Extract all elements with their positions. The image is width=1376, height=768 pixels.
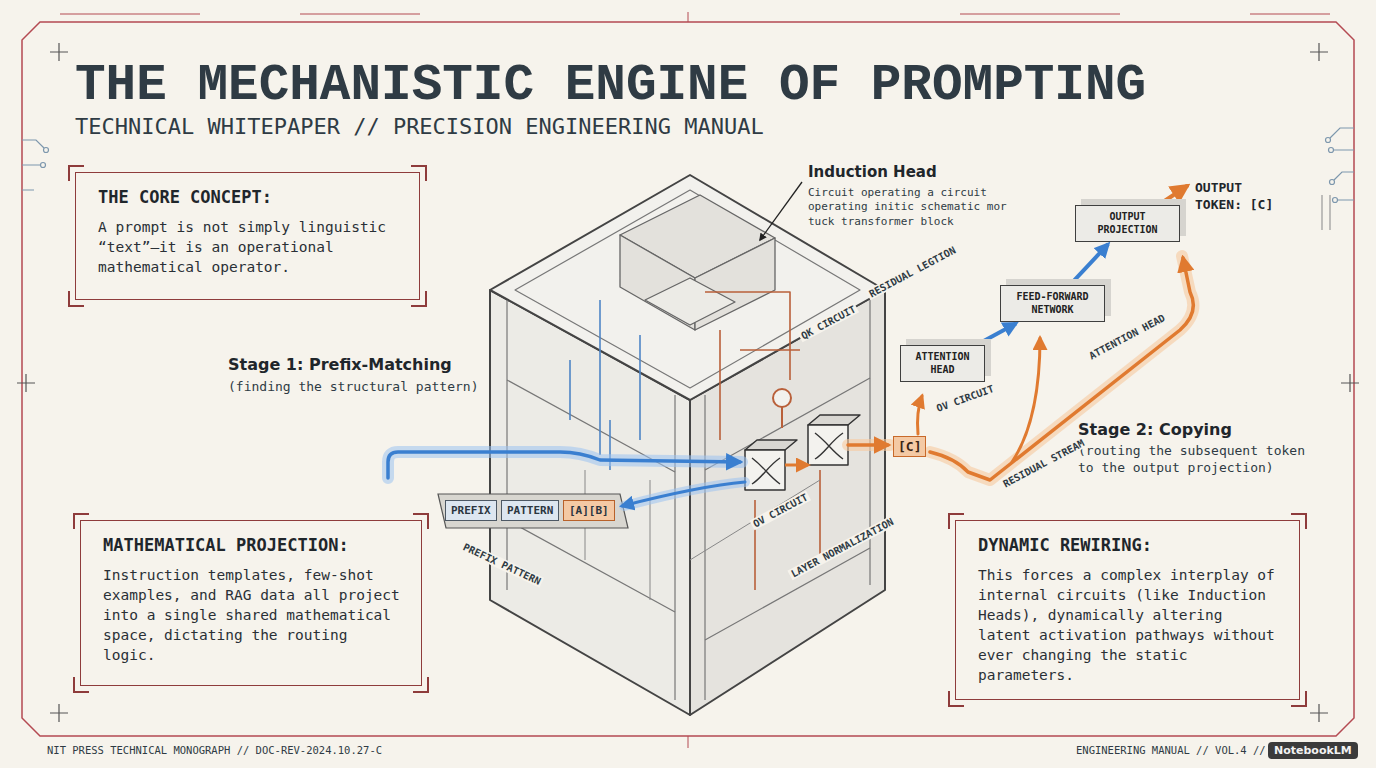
node-heading: ATTENTION HEAD: [905, 351, 980, 376]
concept-panel: THE CORE CONCEPT: A prompt is not simply …: [75, 172, 420, 300]
node-heading: MATHEMATICAL PROJECTION:: [103, 535, 401, 555]
footer-text: NIT PRESS TECHNICAL MONOGRAPH // DOC-REV…: [47, 744, 382, 756]
node-body: Instruction templates, few-shot examples…: [103, 565, 401, 665]
flow-arrow: [978, 323, 1016, 344]
node-body: A prompt is not simply linguistic “text”…: [98, 217, 399, 277]
node-heading: OUTPUT PROJECTION: [1080, 211, 1175, 236]
node-heading: PATTERN: [507, 504, 553, 517]
output-label: OUTPUT TOKEN: [C]: [1195, 180, 1287, 214]
callout-title: Induction Head: [808, 163, 937, 181]
corner-bracket: [73, 513, 89, 529]
corner-bracket: [413, 513, 429, 529]
registration-marks: [17, 43, 1359, 722]
pattern-cell: [A][B]: [563, 500, 615, 521]
prefix-strip: [438, 494, 628, 528]
corner-bracket: [948, 513, 964, 529]
stream-label: RESIDUAL STREAM: [999, 436, 1087, 490]
circuit-label: OV CIRCUIT: [933, 382, 997, 414]
corner-bracket: [411, 165, 427, 181]
node-body: This forces a complex interplay of inter…: [978, 565, 1279, 685]
part-label: RESIDUAL LEGTION: [865, 244, 959, 301]
leader-line: [760, 182, 802, 240]
corner-bracket: [948, 691, 964, 707]
stage-note: (routing the subsequent token to the out…: [1078, 443, 1318, 477]
transformer-cube: [490, 175, 885, 715]
concept-panel: DYNAMIC REWIRING: This forces a complex i…: [955, 520, 1300, 700]
footer-text: ENGINEERING MANUAL // VOL.4 // S: [1076, 744, 1278, 756]
pattern-cell: PREFIX: [445, 500, 497, 521]
corner-bracket: [413, 677, 429, 693]
corner-bracket: [68, 291, 84, 307]
strip-label: PREFIX PATTERN: [460, 541, 545, 588]
page-frame: [22, 12, 1354, 748]
token-chip: [C]: [893, 436, 926, 457]
subtitle: TECHNICAL WHITEPAPER // PRECISION ENGINE…: [75, 114, 764, 139]
page-title: THE MECHANISTIC ENGINE OF PROMPTING: [75, 60, 1146, 111]
node-heading: PREFIX: [451, 504, 491, 517]
attention-block: [745, 415, 860, 490]
part-label: LAYER NORMALIZATION: [787, 515, 897, 580]
concept-panel: MATHEMATICAL PROJECTION: Instruction temp…: [80, 520, 422, 686]
callout-note: Circuit operating a circuit operating in…: [808, 186, 1018, 229]
node-heading: FEED-FORWARD NETWORK: [1005, 291, 1100, 316]
node-heading: DYNAMIC REWIRING:: [978, 535, 1279, 555]
pattern-cell: PATTERN: [501, 500, 559, 521]
stage-title: Stage 2: Copying: [1078, 420, 1232, 439]
node-heading: [C]: [898, 439, 921, 454]
corner-bracket: [68, 165, 84, 181]
corner-bracket: [73, 677, 89, 693]
circuit-label: QK CIRCUIT: [797, 302, 859, 342]
prefix-matching-path: [388, 452, 745, 506]
corner-bracket: [1291, 513, 1307, 529]
corner-bracket: [411, 291, 427, 307]
watermark: NotebookLM: [1268, 742, 1358, 759]
corner-bracket: [1291, 691, 1307, 707]
output-projection-block: OUTPUT PROJECTION: [1075, 205, 1180, 242]
node-heading: THE CORE CONCEPT:: [98, 187, 399, 207]
feed-forward-block: FEED-FORWARD NETWORK: [1000, 285, 1105, 322]
stage-title: Stage 1: Prefix-Matching: [228, 355, 452, 374]
attention-head-block: ATTENTION HEAD: [900, 345, 985, 382]
node-heading: [A][B]: [569, 504, 609, 517]
flow-arrow: [1071, 244, 1108, 283]
stage-note: (finding the structural pattern): [228, 379, 478, 396]
circuit-label: OV CIRCUIT: [749, 490, 811, 530]
